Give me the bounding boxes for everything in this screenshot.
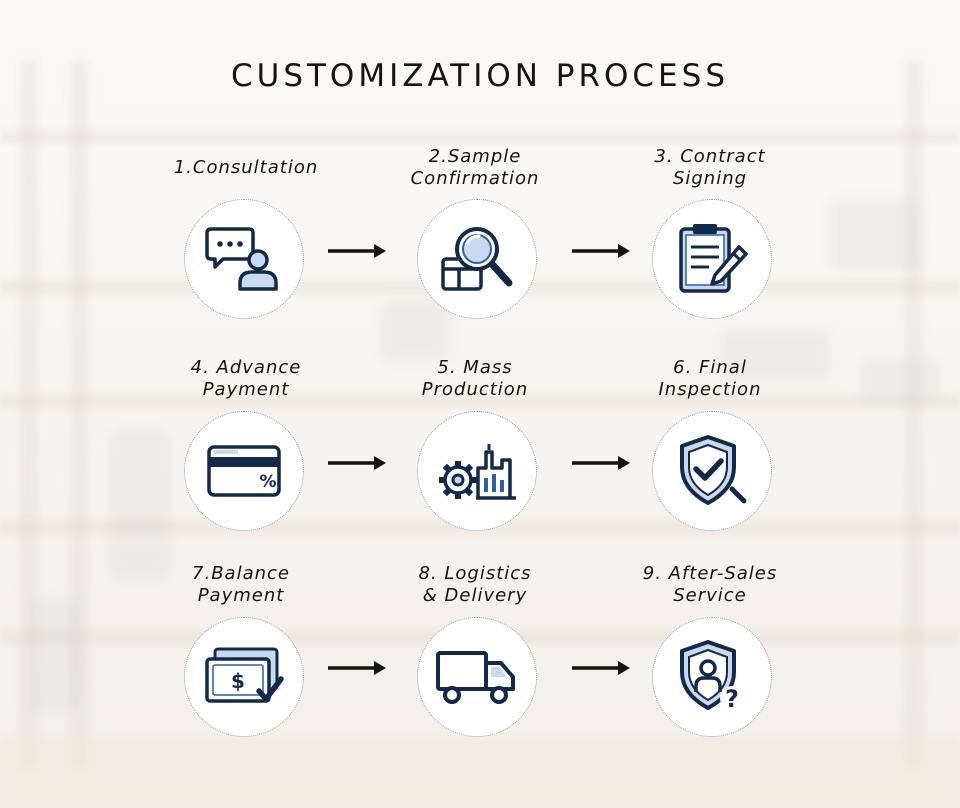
step-circle-1 xyxy=(184,199,304,319)
step-circle-4: % xyxy=(184,411,304,531)
shield-user-question-icon: ? xyxy=(680,640,744,713)
arrow-2-3 xyxy=(572,244,630,258)
page-title: CUSTOMIZATION PROCESS xyxy=(230,58,730,94)
box-magnifier-icon xyxy=(441,227,513,291)
step-label-5: 5. Mass Production xyxy=(421,357,529,400)
step-circle-6 xyxy=(652,411,772,531)
step-circle-7: $ xyxy=(184,617,304,737)
clipboard-pen-icon xyxy=(679,224,748,293)
step-label-1: 1.Consultation xyxy=(173,157,319,178)
step-circle-3 xyxy=(652,199,772,319)
arrow-8-9 xyxy=(572,661,630,675)
arrow-4-5 xyxy=(328,456,386,470)
shield-check-icon xyxy=(680,435,747,505)
cash-check-icon: $ xyxy=(205,647,284,703)
step-label-9: 9. After-Sales Service xyxy=(642,563,778,606)
step-label-7: 7.Balance Payment xyxy=(192,563,290,606)
step-circle-8 xyxy=(417,617,537,737)
credit-card-percent-icon: % xyxy=(207,445,281,497)
svg-text:?: ? xyxy=(725,685,739,713)
arrow-5-6 xyxy=(572,456,630,470)
step-label-6: 6. Final Inspection xyxy=(658,357,762,400)
delivery-truck-icon xyxy=(436,651,515,704)
step-label-4: 4. Advance Payment xyxy=(190,357,302,400)
step-circle-5 xyxy=(417,411,537,531)
step-label-8: 8. Logistics & Delivery xyxy=(418,563,532,606)
step-label-2: 2.Sample Confirmation xyxy=(410,146,540,189)
step-circle-9: ? xyxy=(652,617,772,737)
step-label-3: 3. Contract Signing xyxy=(654,146,766,189)
arrow-7-8 xyxy=(328,661,386,675)
arrow-1-2 xyxy=(328,244,386,258)
svg-text:$: $ xyxy=(231,669,245,693)
step-circle-2 xyxy=(417,199,537,319)
gear-factory-icon xyxy=(439,444,516,500)
chat-user-icon xyxy=(205,227,278,291)
svg-text:%: % xyxy=(259,472,276,492)
